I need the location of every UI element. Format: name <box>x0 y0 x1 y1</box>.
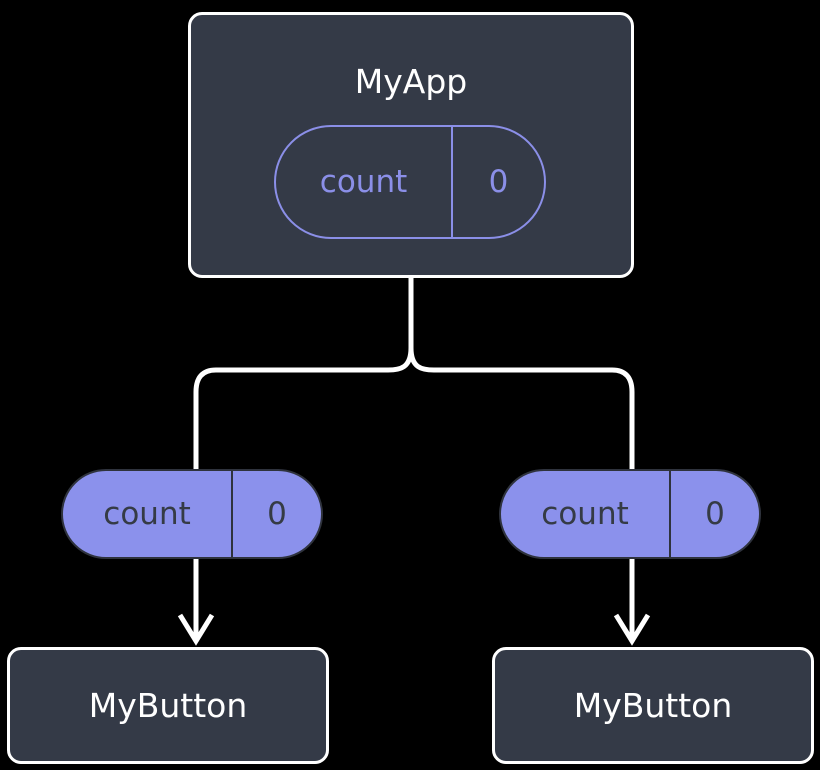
state-pill-right-count[interactable]: count 0 <box>499 469 761 559</box>
state-key-label: count <box>319 163 408 200</box>
state-pill-myapp-count[interactable]: count 0 <box>274 125 546 239</box>
component-label-mybutton-left: MyButton <box>88 686 248 725</box>
state-key-label: count <box>103 495 191 532</box>
state-key-label: count <box>541 495 629 532</box>
state-value-label: 0 <box>231 471 321 557</box>
component-label-myapp: MyApp <box>354 62 468 101</box>
state-value-label: 0 <box>451 127 544 237</box>
arrowhead-left-icon <box>177 613 215 646</box>
connector-fork-branch-left <box>193 347 414 470</box>
connector-fork-branch-right <box>408 347 635 470</box>
component-node-mybutton-left[interactable]: MyButton <box>7 647 329 764</box>
component-label-mybutton-right: MyButton <box>573 686 733 725</box>
arrowhead-right-icon <box>613 613 651 646</box>
component-node-mybutton-right[interactable]: MyButton <box>492 647 814 764</box>
state-pill-left-count[interactable]: count 0 <box>61 469 323 559</box>
state-value-label: 0 <box>669 471 759 557</box>
